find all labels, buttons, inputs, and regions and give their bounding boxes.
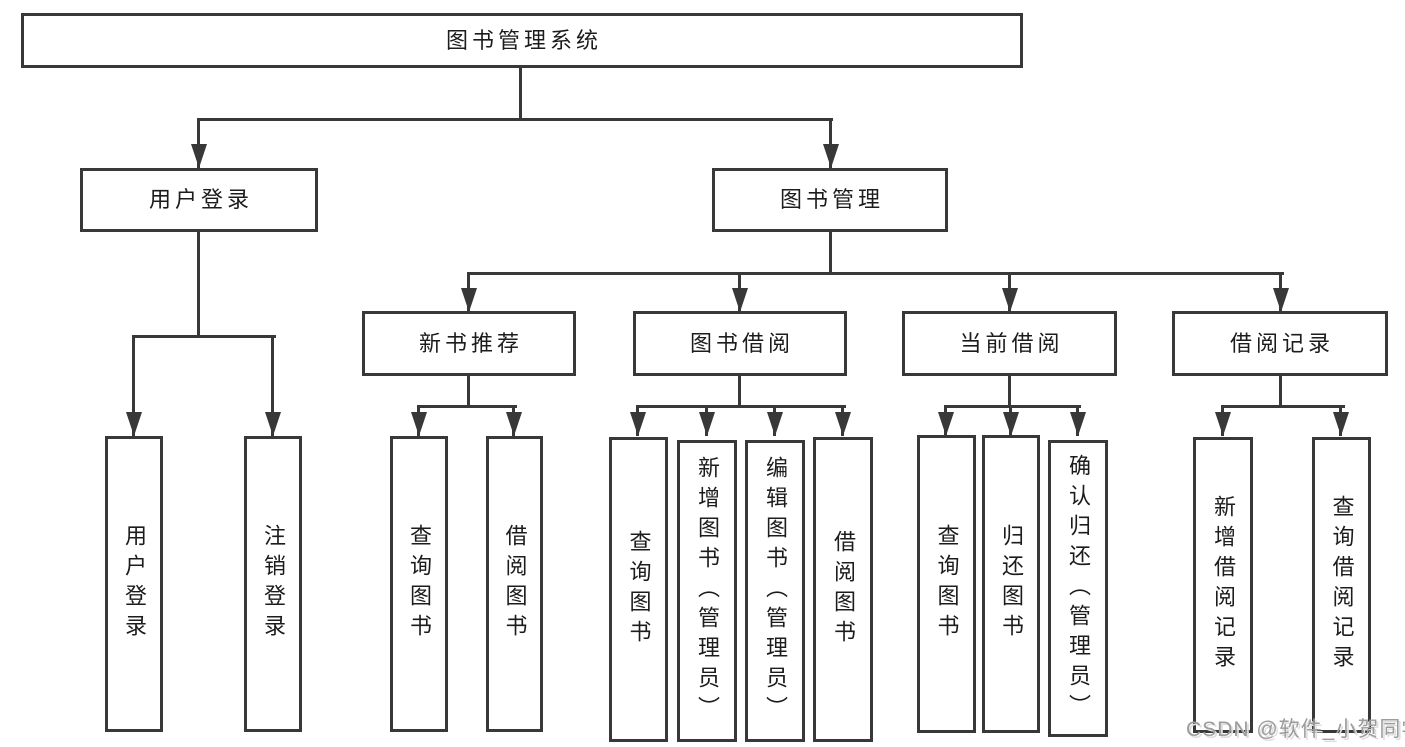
- node-book-management: 图书管理: [712, 168, 948, 232]
- connector-user-login-stub: [197, 232, 200, 338]
- arrowhead-down-icon: [1333, 412, 1349, 436]
- arrowhead-down-icon: [1002, 288, 1018, 312]
- connector-borrowing-records-split: [1221, 405, 1345, 408]
- arrowhead-down-icon: [411, 412, 427, 436]
- arrowhead-down-icon: [191, 144, 207, 168]
- arrowhead-down-icon: [823, 144, 839, 168]
- leaf-edit-books-admin: 编辑图书（管理员）: [745, 440, 805, 742]
- connector-user-login-split: [132, 335, 276, 338]
- arrowhead-down-icon: [732, 288, 748, 312]
- arrowhead-down-icon: [1003, 412, 1019, 436]
- node-library-management-system: 图书管理系统: [21, 13, 1023, 68]
- leaf-borrowing-borrow-books: 借阅图书: [813, 437, 873, 742]
- node-user-login: 用户登录: [80, 168, 318, 232]
- watermark: CSDN @软件_小贺同学: [1186, 718, 1405, 741]
- arrowhead-down-icon: [265, 412, 281, 436]
- leaf-confirm-return-admin: 确认归还（管理员）: [1048, 440, 1108, 737]
- connector-new-book-stub: [467, 376, 470, 408]
- arrowhead-down-icon: [767, 412, 783, 436]
- connector-drop-leaf: [271, 335, 274, 436]
- connector-level2-split: [197, 118, 833, 121]
- leaf-return-books: 归还图书: [982, 435, 1040, 733]
- connector-drop-book-management: [829, 118, 832, 168]
- node-borrowing-records: 借阅记录: [1172, 311, 1388, 376]
- connector-borrowing-records-stub: [1279, 376, 1282, 408]
- arrowhead-down-icon: [630, 412, 646, 436]
- connector-root-stub: [519, 66, 522, 121]
- arrowhead-down-icon: [699, 412, 715, 436]
- leaf-query-borrow-record: 查询借阅记录: [1312, 437, 1371, 733]
- arrowhead-down-icon: [1070, 412, 1086, 436]
- leaf-user-login: 用户登录: [105, 436, 163, 732]
- arrowhead-down-icon: [126, 412, 142, 436]
- leaf-newbook-borrow-books: 借阅图书: [486, 436, 543, 732]
- arrowhead-down-icon: [835, 412, 851, 436]
- arrowhead-down-icon: [461, 288, 477, 312]
- connector-current-borrowing-stub: [1008, 376, 1011, 408]
- connector-book-borrowing-stub: [738, 376, 741, 408]
- arrowhead-down-icon: [1273, 288, 1289, 312]
- connector-drop-user-login: [197, 118, 200, 168]
- arrowhead-down-icon: [1215, 412, 1231, 436]
- arrowhead-down-icon: [506, 412, 522, 436]
- connector-book-management-stub: [829, 232, 832, 275]
- node-book-borrowing: 图书借阅: [633, 311, 847, 376]
- node-current-borrowing: 当前借阅: [902, 311, 1117, 376]
- connector-book-borrowing-split: [636, 405, 846, 408]
- node-new-book-recommend: 新书推荐: [362, 311, 576, 376]
- arrowhead-down-icon: [938, 412, 954, 436]
- connector-drop-leaf: [132, 335, 135, 436]
- leaf-add-books-admin: 新增图书（管理员）: [677, 440, 737, 742]
- leaf-add-borrow-record: 新增借阅记录: [1193, 437, 1253, 733]
- connector-level3-split: [467, 272, 1284, 275]
- leaf-logout: 注销登录: [244, 436, 302, 732]
- leaf-current-query-books: 查询图书: [917, 435, 976, 733]
- leaf-newbook-query-books: 查询图书: [390, 436, 448, 732]
- connector-current-borrowing-split: [944, 405, 1081, 408]
- leaf-borrowing-query-books: 查询图书: [609, 437, 668, 742]
- connector-new-book-split: [417, 405, 517, 408]
